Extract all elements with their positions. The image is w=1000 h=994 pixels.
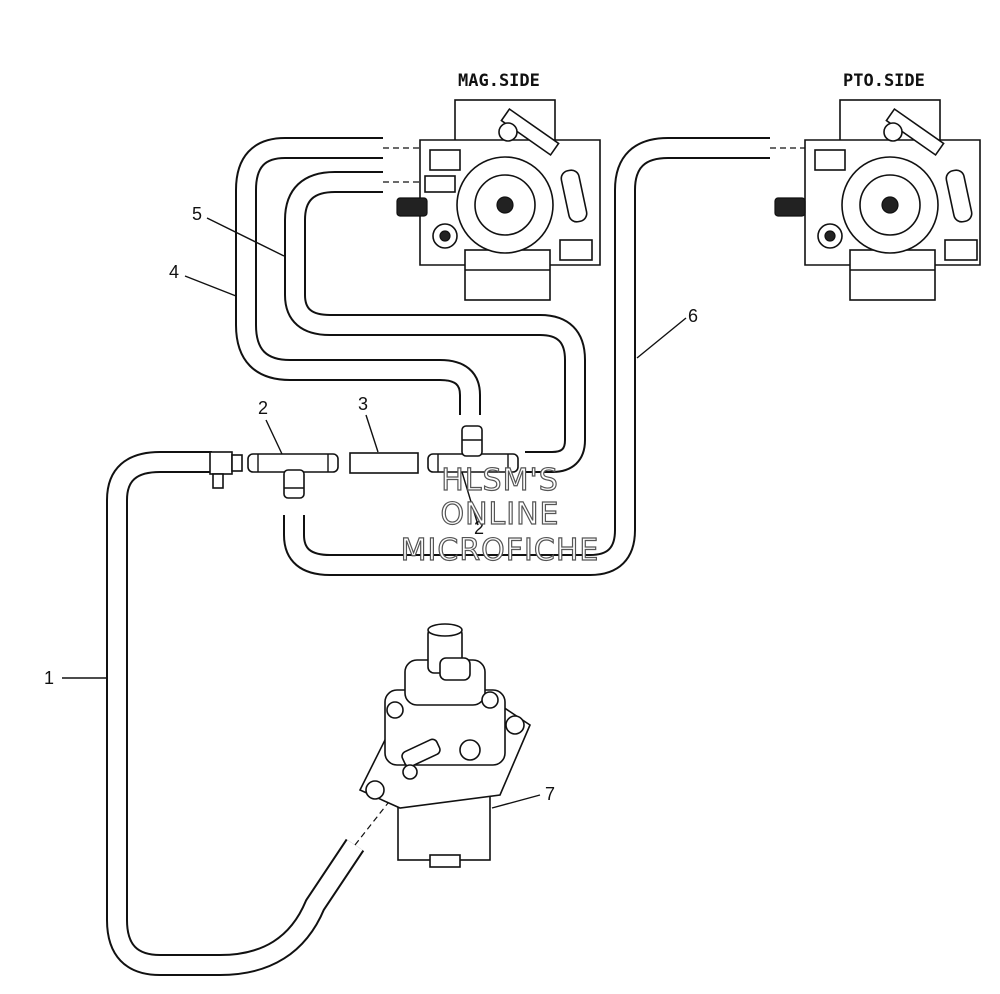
hose-clamp: [209, 451, 243, 489]
leader-line-6: [636, 317, 687, 359]
leader-line-3: [365, 414, 379, 453]
watermark-line-1: HLSM'S: [441, 463, 559, 498]
tee-fitting-right: [427, 425, 519, 473]
fuel-pump: [358, 623, 531, 868]
carburetor-pto-side: [774, 99, 981, 301]
hose-5: [284, 171, 586, 473]
mag-side-label: MAG.SIDE: [458, 71, 540, 91]
tube-piece-3: [349, 452, 419, 474]
pto-side-label: PTO.SIDE: [843, 71, 925, 91]
callout-2-left: 2: [258, 398, 268, 418]
hose-1: [106, 451, 365, 976]
hose-6: [283, 137, 770, 576]
callout-2-right: 2: [474, 518, 484, 538]
leader-line-2a: [265, 419, 283, 455]
watermark-line-3: MICROFICHE: [401, 533, 600, 568]
leader-line-4: [184, 275, 237, 297]
callout-5: 5: [192, 204, 202, 224]
leader-line-2b: [461, 471, 479, 526]
leader-line-5: [206, 217, 285, 257]
hose-4: [235, 137, 481, 415]
callout-4: 4: [169, 262, 179, 282]
callout-3: 3: [358, 394, 368, 414]
callout-6: 6: [688, 306, 698, 326]
tee-fitting-left: [247, 453, 339, 499]
callout-1: 1: [44, 668, 54, 688]
carburetor-mag-side: [396, 99, 601, 301]
leader-line-7: [491, 794, 541, 809]
callout-7: 7: [545, 784, 555, 804]
watermark-line-2: ONLINE: [440, 497, 559, 532]
